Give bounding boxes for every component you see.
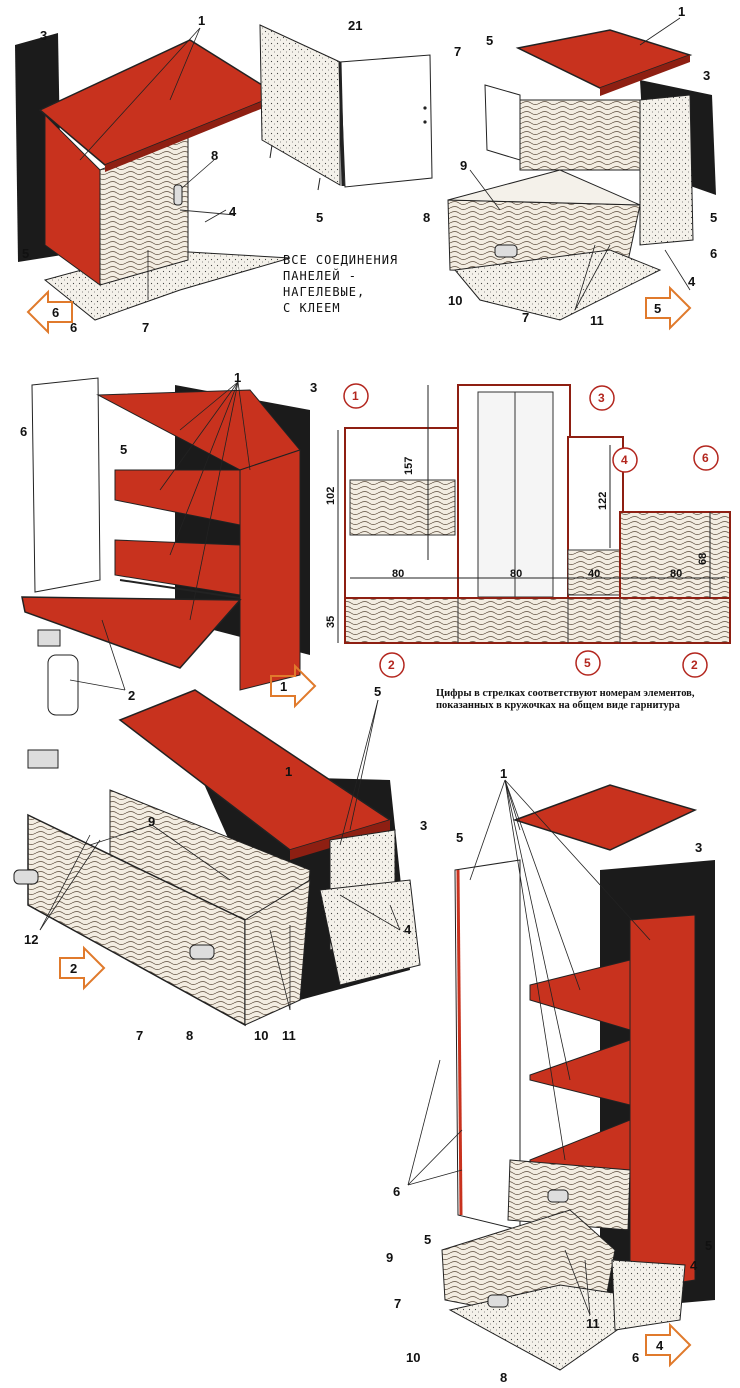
elevation-circle-2b: 2 <box>691 658 698 672</box>
callout-3-fig6: 3 <box>40 28 47 43</box>
callout-4-fig2: 4 <box>404 922 412 937</box>
elevation-circle-1: 1 <box>352 389 359 403</box>
callout-10-fig2: 10 <box>254 1028 268 1043</box>
callout-4-fig4: 4 <box>690 1258 698 1273</box>
callout-4-fig5: 4 <box>688 274 696 289</box>
callout-11-fig4: 11 <box>586 1316 600 1331</box>
callout-3-fig2: 3 <box>420 818 427 833</box>
elevation-circle-6: 6 <box>702 451 709 465</box>
note-line-2: ПАНЕЛЕЙ - <box>283 268 357 283</box>
dim-80-a: 80 <box>392 568 404 580</box>
note-line-1: ВСЕ СОЕДИНЕНИЯ <box>283 253 398 267</box>
caption-text: Цифры в стрелках соответствуют номерам э… <box>436 688 695 711</box>
dim-68: 68 <box>697 553 709 565</box>
callout-1-fig1: 1 <box>234 370 241 385</box>
figure-assembly-4 <box>441 784 715 1371</box>
note-line-4: С КЛЕЕМ <box>283 301 341 315</box>
callout-5-fig4-right: 5 <box>705 1238 712 1253</box>
callout-6-fig4: 6 <box>393 1184 400 1199</box>
callout-1-fig6: 1 <box>198 13 205 28</box>
callout-6-fig6: 6 <box>70 320 77 335</box>
figure-door-panels <box>259 24 433 191</box>
callout-6-fig5: 6 <box>710 246 717 261</box>
callout-7-door: 7 <box>454 44 461 59</box>
callout-5-door: 5 <box>316 210 323 225</box>
elevation-circle-5: 5 <box>584 656 591 670</box>
arrow-2-icon: 2 <box>59 945 106 991</box>
part-callouts <box>39 17 691 1316</box>
callout-10-fig4: 10 <box>406 1350 420 1365</box>
arrow-5-icon: 5 <box>645 285 692 331</box>
callout-5-fig5-right: 5 <box>710 210 717 225</box>
callout-5-fig2: 5 <box>374 684 381 699</box>
callout-5-fig6: 5 <box>22 246 29 261</box>
figure-assembly-6 <box>15 33 291 321</box>
part-numbers: 3 1 8 4 5 6 7 21 7 5 1 5 3 9 8 5 6 4 10 … <box>20 4 717 1385</box>
callout-11-fig5: 11 <box>590 313 604 328</box>
callout-1-fig5: 1 <box>678 4 685 19</box>
dim-122: 122 <box>597 492 609 510</box>
dim-40: 40 <box>588 568 600 580</box>
elevation-drawing: 1 2 3 4 5 6 2 157 102 122 68 35 80 80 40… <box>325 383 731 678</box>
callout-3-fig4: 3 <box>695 840 702 855</box>
elevation-circle-3: 3 <box>598 391 605 405</box>
callout-3-fig1: 3 <box>310 380 317 395</box>
arrow-2-label: 2 <box>70 961 77 976</box>
dim-80-b: 80 <box>510 568 522 580</box>
note-line-3: НАГЕЛЕВЫЕ, <box>283 285 365 299</box>
elevation-circle-4: 4 <box>621 453 628 467</box>
callout-1-fig4: 1 <box>500 766 507 781</box>
dim-102: 102 <box>325 487 337 505</box>
callout-1-fig2: 1 <box>285 764 292 779</box>
callout-7-fig4: 7 <box>394 1296 401 1311</box>
figure-assembly-2 <box>13 689 421 1027</box>
elevation-circle-2: 2 <box>388 658 395 672</box>
arrow-5-label: 5 <box>654 301 661 316</box>
callout-4-fig6: 4 <box>229 204 237 219</box>
callout-5-fig1: 5 <box>120 442 127 457</box>
callout-9-fig4: 9 <box>386 1250 393 1265</box>
callout-5-fig4-top: 5 <box>456 830 463 845</box>
arrow-4-icon: 4 <box>645 1322 692 1368</box>
callout-10-fig5: 10 <box>448 293 462 308</box>
callout-5-fig4-mid: 5 <box>424 1232 431 1247</box>
arrow-1-label: 1 <box>280 679 287 694</box>
callout-9-fig5: 9 <box>460 158 467 173</box>
callout-8-fig5: 8 <box>423 210 430 225</box>
arrow-6-label: 6 <box>52 305 59 320</box>
figure-assembly-5 <box>447 29 716 321</box>
figure-assembly-1 <box>21 377 310 769</box>
callout-9-fig2: 9 <box>148 814 155 829</box>
callout-7-fig6: 7 <box>142 320 149 335</box>
arrow-6-icon: 6 <box>26 289 73 335</box>
callout-8-fig6: 8 <box>211 148 218 163</box>
callout-7-fig5: 7 <box>522 310 529 325</box>
callout-21: 21 <box>348 18 362 33</box>
dim-35: 35 <box>325 616 337 628</box>
callout-12-fig2: 12 <box>24 932 38 947</box>
callout-8-fig4: 8 <box>500 1370 507 1385</box>
callout-5-fig5-top: 5 <box>486 33 493 48</box>
callout-11-fig2: 11 <box>282 1028 296 1043</box>
callout-6-fig4-b: 6 <box>632 1350 639 1365</box>
arrow-1-icon: 1 <box>270 663 317 709</box>
callout-6-fig1: 6 <box>20 424 27 439</box>
callout-8-fig2: 8 <box>186 1028 193 1043</box>
dim-157: 157 <box>403 457 415 475</box>
joint-note: ВСЕ СОЕДИНЕНИЯ ПАНЕЛЕЙ - НАГЕЛЕВЫЕ, С КЛ… <box>283 253 398 315</box>
dim-80-c: 80 <box>670 568 682 580</box>
callout-2-fig1: 2 <box>128 688 135 703</box>
arrow-4-label: 4 <box>656 1338 664 1353</box>
callout-3-fig5: 3 <box>703 68 710 83</box>
callout-7-fig2: 7 <box>136 1028 143 1043</box>
